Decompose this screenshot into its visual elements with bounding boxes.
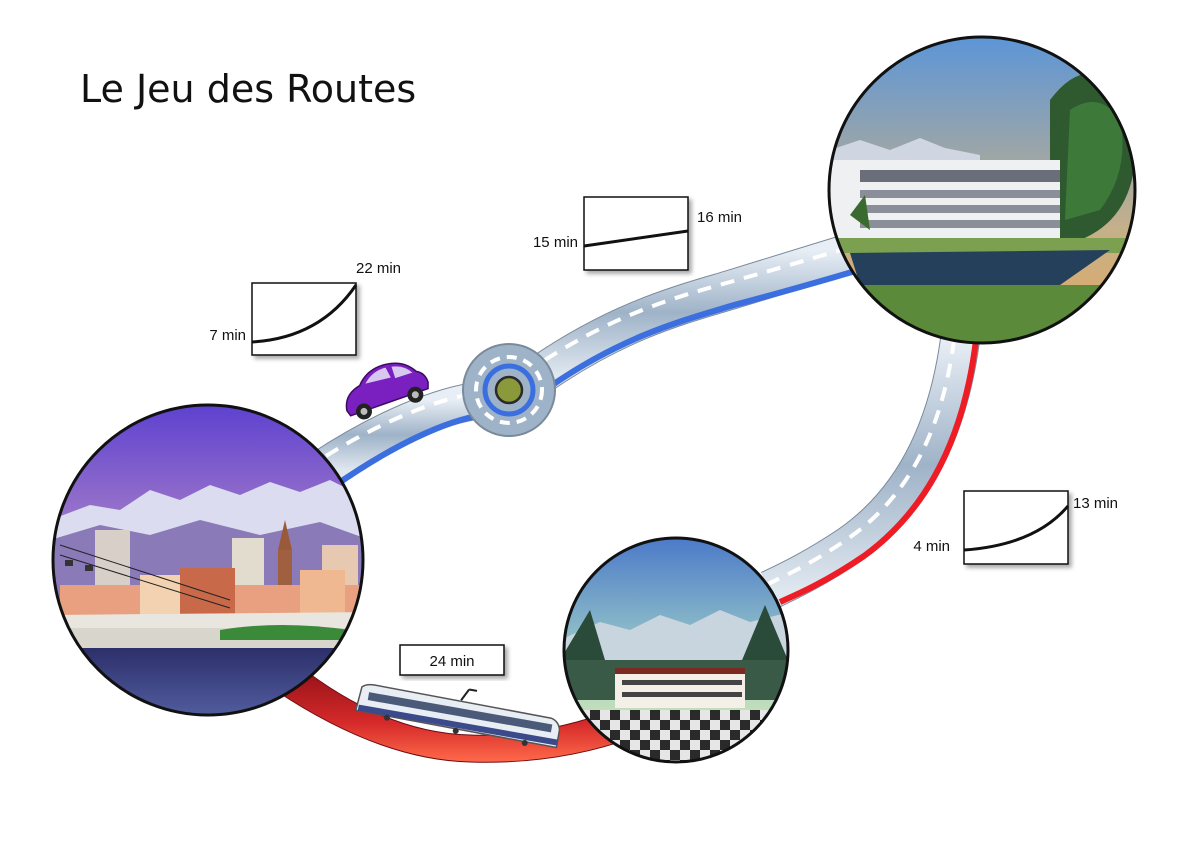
graph-min-label: 7 min [209,327,246,344]
travel-time-graph-right: 4 min 13 min [913,490,1118,565]
graph-curve [963,505,1070,552]
graph-max-label: 22 min [356,260,401,277]
tram-icon [354,683,561,749]
campus-building [827,35,1137,345]
graph-box [251,282,357,356]
road-right [761,337,980,608]
tram-label-box [399,644,505,676]
graph-min-label: 4 min [913,538,950,555]
travel-time-graph-top: 15 min 16 min [533,196,742,271]
graph-box [583,196,689,271]
tram-time-label: 24 min [429,653,474,670]
car-icon [345,362,429,420]
graph-min-label: 15 min [533,234,578,251]
graph-curve [251,284,358,344]
graph-box [963,490,1069,565]
page-title: Le Jeu des Routes [80,67,416,111]
graph-max-label: 13 min [1073,495,1118,512]
tram-time-box: 24 min [399,644,505,676]
blue-lane-right [546,265,867,391]
blue-lane-left [334,412,485,488]
graph-curve [583,229,689,248]
roundabout-icon [462,343,556,437]
graph-max-label: 16 min [697,209,742,226]
travel-time-graph-left: 7 min 22 min [209,260,401,356]
red-lane [778,339,979,605]
